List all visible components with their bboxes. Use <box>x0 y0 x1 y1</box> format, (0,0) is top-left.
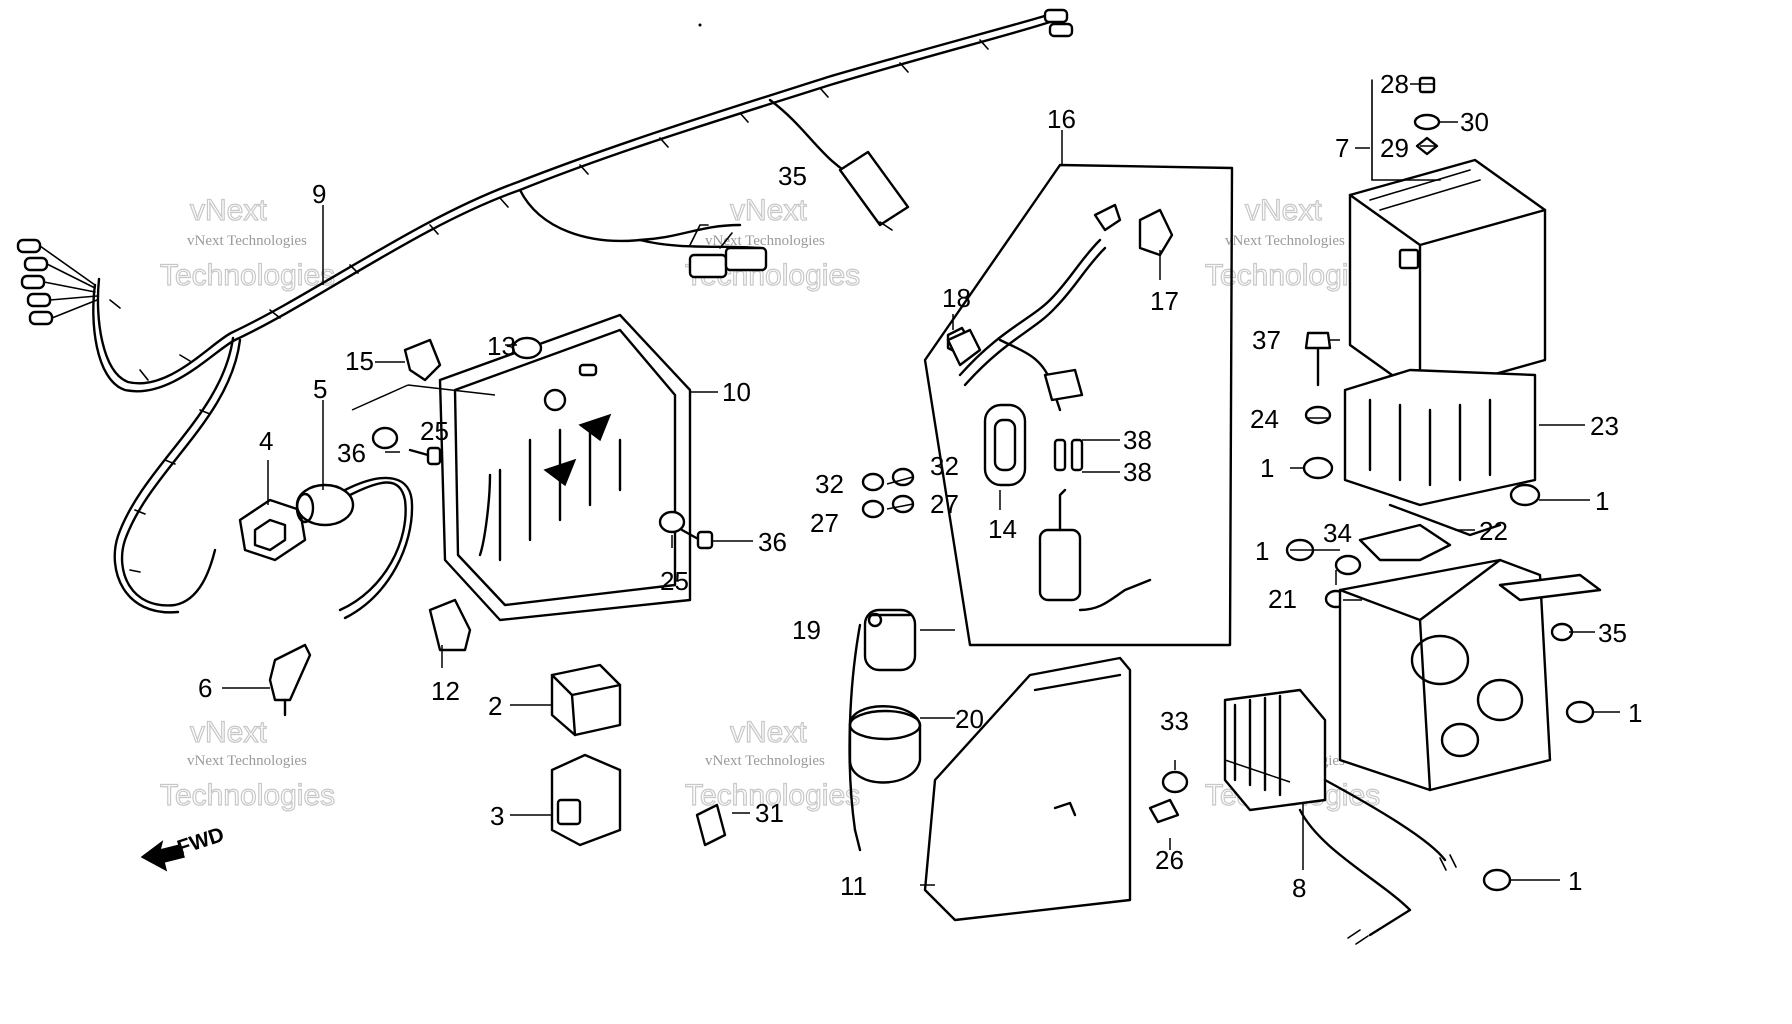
plate-26-drawing <box>1148 798 1180 824</box>
watermark-top-1: vNext <box>190 194 267 227</box>
harness-end-connectors <box>16 238 98 326</box>
callout-10: 10 <box>722 377 751 407</box>
callout-23: 23 <box>1590 411 1619 441</box>
callout-1a: 1 <box>1260 453 1274 483</box>
watermark-top-4: vNext <box>190 716 267 749</box>
callout-1e: 1 <box>1568 866 1582 896</box>
collar-25-drawing <box>371 426 686 534</box>
callout-1b: 1 <box>1595 486 1609 516</box>
callout-36a: 36 <box>337 438 366 468</box>
callout-38a: 38 <box>1123 425 1152 455</box>
watermark-small-3: vNext Technologies <box>1225 233 1345 249</box>
callout-9: 9 <box>312 179 326 209</box>
callout-13: 13 <box>487 331 516 361</box>
callout-27b: 27 <box>930 489 959 519</box>
control-box-drawing <box>438 313 692 622</box>
callout-18: 18 <box>942 283 971 313</box>
callout-32b: 32 <box>930 451 959 481</box>
battery-bolt-parts-drawing <box>1161 331 1595 892</box>
grommet-13-drawing <box>511 336 543 360</box>
callout-15: 15 <box>345 346 374 376</box>
fwd-label: FWD <box>174 823 227 860</box>
callout-27a: 27 <box>810 508 839 538</box>
leader-lines <box>222 83 1620 886</box>
callout-30: 30 <box>1460 107 1489 137</box>
callout-35a: 35 <box>778 161 807 191</box>
rubber-cover-2-drawing <box>550 663 622 737</box>
clip-31-drawing <box>695 803 727 847</box>
watermark-big-4: Technologies <box>160 779 335 812</box>
starter-cable-drawing <box>946 203 1174 412</box>
callout-6: 6 <box>198 673 212 703</box>
callout-8: 8 <box>1292 873 1306 903</box>
callout-22: 22 <box>1479 516 1508 546</box>
stray-dot <box>698 23 702 27</box>
fuse-holder-14-drawing <box>983 403 1027 487</box>
callout-29: 29 <box>1380 133 1409 163</box>
callout-1d: 1 <box>1628 698 1642 728</box>
callout-35b: 35 <box>1598 618 1627 648</box>
callout-31: 31 <box>755 798 784 828</box>
relay-4-drawing <box>238 498 307 562</box>
spark-plug-cap-6-drawing <box>268 643 312 717</box>
callout-3: 3 <box>490 801 504 831</box>
callout-34: 34 <box>1323 518 1352 548</box>
fuse-38-drawing <box>1053 438 1084 472</box>
starter-relay-unit-drawing <box>1038 488 1152 612</box>
callout-28: 28 <box>1380 69 1409 99</box>
callout-2: 2 <box>488 691 502 721</box>
callout-21: 21 <box>1268 584 1297 614</box>
regulator-8-drawing <box>1223 688 1457 945</box>
battery-7-drawing <box>1348 158 1547 397</box>
callout-17: 17 <box>1150 286 1179 316</box>
callout-1c: 1 <box>1255 536 1269 566</box>
callout-4: 4 <box>259 426 273 456</box>
callout-12: 12 <box>431 676 460 706</box>
callout-36b: 36 <box>758 527 787 557</box>
battery-bracket-drawing <box>1338 503 1602 792</box>
callout-25a: 25 <box>420 416 449 446</box>
fuse-box-bracket-16 <box>923 163 1234 647</box>
callout-33: 33 <box>1160 706 1189 736</box>
callout-11: 11 <box>840 871 867 901</box>
nuts-32-27-drawing <box>861 467 915 519</box>
ignition-coil-5-drawing <box>295 476 414 620</box>
harness-top-connectors <box>1043 8 1074 38</box>
connector-18-drawing <box>946 328 982 367</box>
fwd-indicator: FWD <box>140 823 227 872</box>
watermark-small-5: vNext Technologies <box>705 753 825 769</box>
watermark-top-3: vNext <box>1245 194 1322 227</box>
callout-37: 37 <box>1252 325 1281 355</box>
watermark-top-2: vNext <box>730 194 807 227</box>
battery-case-23-drawing <box>1343 368 1537 507</box>
watermark-top-5: vNext <box>730 716 807 749</box>
wire-harness-drawing <box>16 8 1074 614</box>
callout-20: 20 <box>955 704 984 734</box>
callout-16: 16 <box>1047 104 1076 134</box>
unit-3-drawing <box>550 753 622 847</box>
callout-14: 14 <box>988 514 1017 544</box>
callout-19: 19 <box>792 615 821 645</box>
callout-24: 24 <box>1250 404 1279 434</box>
callout-26: 26 <box>1155 845 1184 875</box>
callout-38b: 38 <box>1123 457 1152 487</box>
watermark-small-2: vNext Technologies <box>705 233 825 249</box>
watermark-small-1: vNext Technologies <box>187 233 307 249</box>
callout-25b: 25 <box>660 566 689 596</box>
clip-15-drawing <box>403 338 442 382</box>
bolt-36-drawing <box>408 446 714 550</box>
callout-5: 5 <box>313 374 327 404</box>
callouts: 9 4 5 6 10 13 15 25 36 12 2 3 31 25 36 3… <box>198 69 1642 903</box>
side-cover-11-drawing <box>923 656 1132 922</box>
rubber-cover-12-drawing <box>428 598 472 652</box>
band-20-drawing <box>848 705 922 784</box>
callout-7: 7 <box>1335 133 1349 163</box>
watermark-big-1: Technologies <box>160 259 335 292</box>
watermark-small-4: vNext Technologies <box>187 753 307 769</box>
callout-32a: 32 <box>815 469 844 499</box>
battery-top-hardware-drawing <box>1371 76 1441 181</box>
